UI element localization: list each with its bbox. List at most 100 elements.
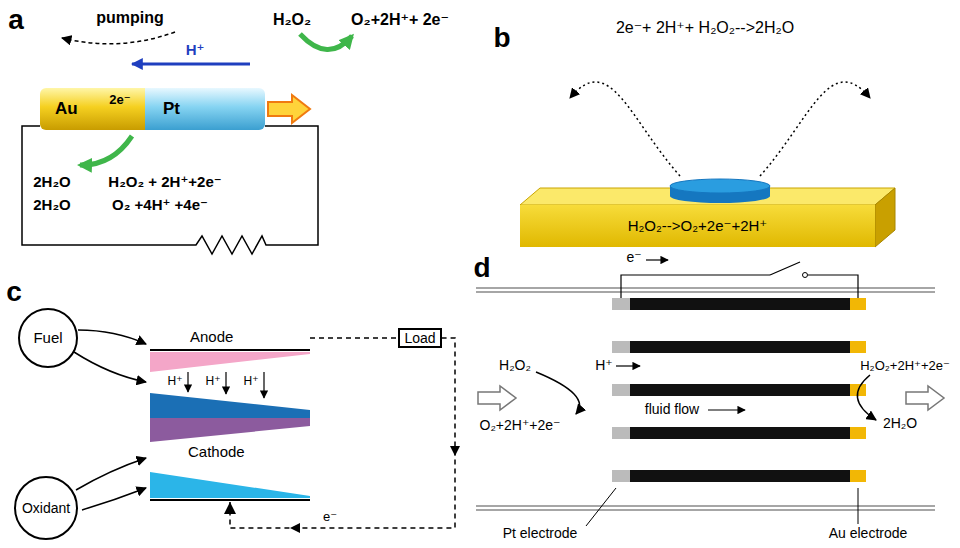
panel-letter: b <box>493 23 510 54</box>
node-text: Fuel <box>33 329 62 346</box>
feed-arrow <box>76 458 146 490</box>
membrane-lower <box>150 418 310 442</box>
formula: H₂O₂ <box>499 358 531 373</box>
node-text: Cathode <box>188 443 245 460</box>
reaction-arrow <box>536 372 580 414</box>
flow-label: fluid flow <box>645 402 699 417</box>
panel-letter: c <box>6 277 22 308</box>
reaction-arrow <box>80 136 132 165</box>
panel-letter: d <box>473 253 490 284</box>
formula: H₂O₂ <box>273 11 311 29</box>
electron-arrow <box>646 259 668 260</box>
electrode-edge <box>150 349 310 351</box>
reaction-arrow <box>300 34 352 50</box>
resistor-symbol <box>188 236 272 254</box>
node-text: Au <box>55 99 78 119</box>
current-arrowhead <box>450 446 460 456</box>
pt-electrode <box>612 427 630 439</box>
oxidant-reservoir: Oxidant <box>14 476 78 540</box>
formula: O₂ +4H⁺ +4e⁻ <box>112 197 208 214</box>
part-label: Au electrode <box>829 526 908 541</box>
equation: 2e⁻+ 2H⁺+ H₂O₂-->2H₂O <box>616 19 794 37</box>
node-text: H₂O₂-->O₂+2e⁻+2H⁺ <box>628 217 768 234</box>
pumping-arrow <box>62 32 175 44</box>
flow-arrow <box>906 386 944 410</box>
pore-tube <box>630 341 850 353</box>
pore-tube <box>630 384 850 396</box>
ion-label: H⁺ <box>595 358 613 373</box>
pore-tube <box>630 427 850 439</box>
flow-arrow <box>478 386 516 410</box>
formula: 2H₂O <box>883 416 917 431</box>
switch-contact <box>803 273 808 278</box>
proton-arrow <box>187 372 188 392</box>
pt-electrode <box>612 470 630 482</box>
formula: H₂O₂ + 2H⁺+2e⁻ <box>108 174 221 191</box>
node-text: Anode <box>190 328 233 345</box>
disk-top <box>670 179 770 193</box>
switch-wire <box>808 275 858 298</box>
ion-label: H⁺ <box>206 375 221 388</box>
pt-electrode <box>612 341 630 353</box>
electron-label: e⁻ <box>626 250 641 265</box>
feed-arrow <box>74 352 146 382</box>
electron-label: e⁻ <box>321 510 339 524</box>
part-label: Pt electrode <box>503 526 578 541</box>
wire-connector <box>22 126 318 245</box>
flow-arrow <box>570 82 680 176</box>
pore-tube <box>630 298 850 310</box>
formula: 2H₂O <box>33 174 71 191</box>
anode-layer: Anode <box>150 326 310 376</box>
pt-electrode <box>612 384 630 396</box>
gold-slab: H₂O₂-->O₂+2e⁻+2H⁺ <box>520 205 875 247</box>
channel-wall <box>476 287 935 289</box>
electrode-band <box>150 352 310 372</box>
formula: 2H₂O <box>33 197 71 214</box>
cathode-layer: Cathode <box>150 442 310 502</box>
electrode-band <box>150 472 310 498</box>
proton-arrow <box>616 365 640 366</box>
panel-letter: a <box>8 5 24 36</box>
membrane-upper <box>150 393 310 418</box>
platinum-segment: Pt <box>145 88 265 130</box>
au-electrode <box>850 427 866 439</box>
resistor-ground <box>188 234 272 256</box>
proton-arrow <box>225 372 226 394</box>
flow-arrow <box>708 409 745 410</box>
leader-line <box>858 488 859 524</box>
au-electrode <box>850 298 866 310</box>
channel-wall <box>476 291 935 293</box>
channel-wall <box>476 505 935 507</box>
formula: O₂+2H⁺+2e⁻ <box>480 418 561 433</box>
ion-label: H⁺ <box>186 42 205 59</box>
pore-array <box>612 298 866 482</box>
reaction-arrow <box>857 375 876 420</box>
electrode-edge <box>150 499 310 501</box>
pt-electrode <box>612 298 630 310</box>
switch-wire <box>621 275 770 298</box>
flow-arrow <box>760 82 870 176</box>
leader-line <box>586 488 616 526</box>
feed-arrow <box>82 488 146 510</box>
switch-lever <box>770 262 800 275</box>
au-electrode <box>850 470 866 482</box>
ion-label: H⁺ <box>168 375 183 388</box>
current-arrowhead <box>290 523 300 533</box>
wire-connector <box>310 337 398 339</box>
formula: O₂+2H⁺+ 2e⁻ <box>351 11 449 29</box>
channel-wall <box>476 509 935 511</box>
node-text: Pt <box>163 99 180 119</box>
ion-label: H⁺ <box>244 375 259 388</box>
electron-label: 2e⁻ <box>109 93 130 107</box>
feed-arrow <box>78 330 146 344</box>
pore-tube <box>630 470 850 482</box>
slab-side <box>875 188 895 247</box>
node-text: Load <box>404 330 435 346</box>
proton-arrow <box>132 63 250 66</box>
formula: H₂O₂+2H⁺+2e⁻ <box>860 359 950 373</box>
motion-arrow <box>268 95 310 123</box>
proton-arrow <box>263 372 264 398</box>
fuel-reservoir: Fuel <box>18 308 78 368</box>
load-box: Load <box>398 328 441 348</box>
